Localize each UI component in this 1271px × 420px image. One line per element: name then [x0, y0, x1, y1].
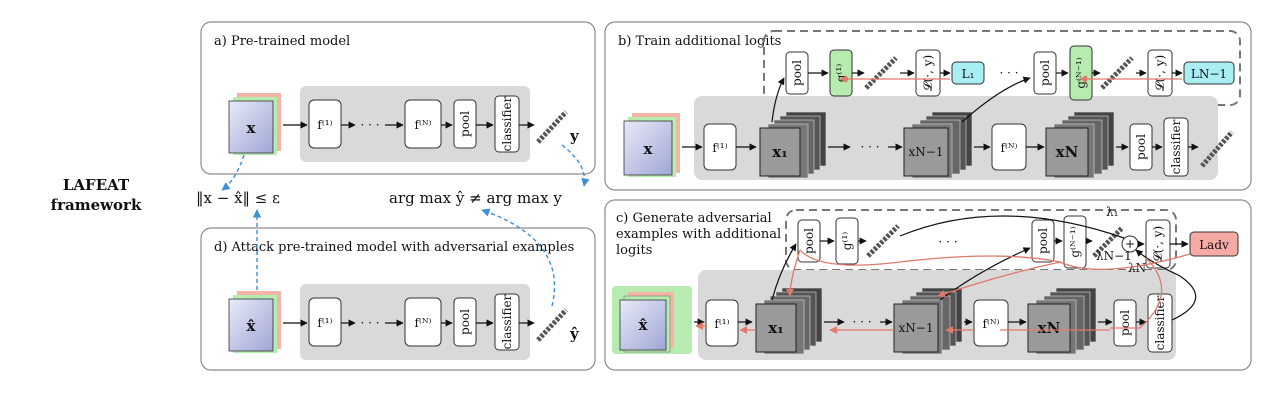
x1-label: x₁	[768, 319, 784, 337]
fN-label: f⁽ᴺ⁾	[415, 316, 432, 330]
gN1-label: g⁽ᴺ⁻¹⁾	[1068, 226, 1082, 257]
LN1-label: LN−1	[1191, 67, 1227, 81]
xhat-label: x̂	[247, 317, 257, 335]
feature-stack-xN: xN	[1045, 111, 1115, 179]
feature-stack-xN1: xN−1	[903, 111, 973, 179]
panel-a-title: a) Pre-trained model	[214, 34, 350, 49]
xN1-label: xN−1	[909, 145, 944, 159]
pool-label: pool	[1118, 310, 1132, 336]
link-x-constraint	[221, 154, 245, 191]
yhat-label: ŷ	[569, 325, 580, 343]
dots: · · ·	[860, 140, 879, 154]
pool-label: pool	[790, 60, 804, 86]
input-cube-x-b: x	[623, 113, 680, 177]
pool-label: pool	[458, 309, 472, 335]
link-yhat-argmax	[481, 208, 556, 307]
fN-label: f⁽ᴺ⁾	[415, 118, 432, 132]
panel-b-title: b) Train additional logits	[618, 34, 781, 49]
argmax-formula: arg max ŷ ≠ arg max y	[389, 189, 562, 207]
L1-label: L₁	[962, 67, 975, 81]
x1-label: x₁	[772, 143, 788, 161]
xhat-label: x̂	[639, 316, 649, 334]
panel-c-title-line2: examples with additional	[616, 227, 781, 242]
f1-label: f⁽¹⁾	[714, 317, 729, 331]
x-label: x	[247, 119, 257, 137]
constraint-formula: ‖x − x̂‖ ≤ ε	[196, 189, 280, 207]
loss-label: 𝓛(·, y)	[921, 55, 935, 91]
y-label: y	[569, 127, 580, 145]
panel-c-title-line1: c) Generate adversarial	[616, 211, 772, 226]
pool-label: pool	[1134, 134, 1148, 160]
loss-label: 𝓛(·, y)	[1153, 55, 1167, 91]
pool-label: pool	[1038, 60, 1052, 86]
Ladv-label: Ladv	[1199, 238, 1229, 252]
f1-label: f⁽¹⁾	[712, 141, 727, 155]
dots: · · ·	[360, 118, 379, 132]
lambdaN-label: λN	[1128, 261, 1146, 275]
dots: · · ·	[852, 315, 871, 329]
plus-label: +	[1125, 237, 1135, 251]
panel-a: a) Pre-trained model x f⁽¹⁾ · · · f⁽ᴺ⁾ p…	[200, 21, 596, 175]
classifier-label: classifier	[500, 294, 514, 349]
input-cube-x: x	[228, 93, 281, 155]
dots: · · ·	[360, 316, 379, 330]
panel-b: b) Train additional logits x f⁽¹⁾ x₁ · ·…	[604, 21, 1252, 191]
dots: · · ·	[938, 235, 957, 249]
input-cube-xhat-c: x̂	[619, 292, 674, 353]
feature-stack-xN1-c: xN−1	[893, 287, 963, 355]
link-y-argmax	[561, 144, 590, 187]
f1-label: f⁽¹⁾	[317, 118, 332, 132]
f1-label: f⁽¹⁾	[317, 316, 332, 330]
panel-d-title: d) Attack pre-trained model with adversa…	[214, 240, 574, 255]
panel-d: d) Attack pre-trained model with adversa…	[200, 227, 596, 371]
x-label: x	[644, 140, 654, 158]
panel-c-title-line3: logits	[616, 243, 652, 258]
feature-stack-x1: x₁	[759, 111, 827, 179]
pool-label: pool	[1036, 228, 1050, 254]
logit-vector-yhat	[536, 308, 568, 342]
input-cube-xhat: x̂	[228, 291, 281, 353]
pool-label: pool	[802, 228, 816, 254]
lambdaN1-label: λN−1	[1096, 249, 1132, 263]
dots: · · ·	[999, 66, 1018, 80]
classifier-label: classifier	[1153, 295, 1167, 350]
framework-label-line1: LAFEAT	[63, 176, 130, 194]
gN1-label: g⁽ᴺ⁻¹⁾	[1074, 57, 1088, 88]
g1-label: g⁽¹⁾	[840, 232, 854, 250]
panel-c: c) Generate adversarial examples with ad…	[604, 199, 1252, 371]
pool-label: pool	[458, 111, 472, 137]
loss-label: 𝓛(·, y)	[1151, 226, 1165, 262]
lambda1-label: λ₁	[1106, 205, 1118, 219]
logit-vector-y	[536, 110, 568, 144]
framework-label-line2: framework	[51, 196, 142, 214]
xN1-label: xN−1	[899, 321, 934, 335]
xN-label: xN	[1038, 319, 1061, 337]
xN-label: xN	[1056, 143, 1079, 161]
classifier-label: classifier	[500, 96, 514, 151]
fN-label: f⁽ᴺ⁾	[1001, 141, 1018, 155]
classifier-label: classifier	[1169, 119, 1183, 174]
feature-stack-xN-c: xN	[1027, 287, 1097, 355]
logit-vector	[1200, 130, 1234, 168]
fN-label: f⁽ᴺ⁾	[983, 317, 1000, 331]
